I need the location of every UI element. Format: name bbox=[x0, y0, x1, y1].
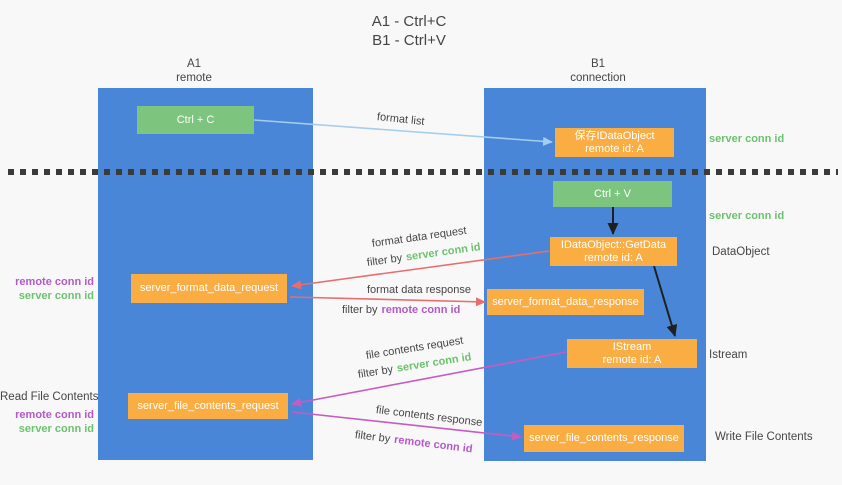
server-file-contents-response-node: server_file_contents_response bbox=[524, 425, 684, 452]
format-request-label: server_format_data_request bbox=[139, 282, 279, 294]
file-contents-response-arrow bbox=[291, 411, 522, 441]
format-data-response-arrow bbox=[289, 296, 486, 307]
istream-side-label: Istream bbox=[709, 349, 748, 361]
ctrl-c-label: Ctrl + C bbox=[176, 113, 215, 126]
getdata-line1: IDataObject::GetData bbox=[560, 238, 667, 251]
istream-line1: IStream bbox=[612, 340, 652, 353]
format-response-label: server_format_data_response bbox=[492, 295, 639, 308]
title-line-1: A1 - Ctrl+C bbox=[371, 13, 447, 30]
file-request-label: server_file_contents_request bbox=[137, 399, 279, 412]
istream-node: IStream remote id: A bbox=[567, 339, 697, 368]
save-idataobject-line2: remote id: A bbox=[585, 142, 644, 155]
filter-by-text: filter by bbox=[342, 304, 378, 316]
read-file-contents-label: Read File Contents bbox=[0, 391, 99, 403]
title-line-2: B1 - Ctrl+V bbox=[372, 32, 446, 49]
save-idataobject-line1: 保存IDataObject bbox=[574, 129, 655, 142]
server-conn-id-right-top-label: server conn id bbox=[709, 133, 785, 145]
format-data-request-arrow bbox=[291, 250, 550, 290]
file-contents-request-arrow bbox=[291, 351, 567, 407]
file-response-label: server_file_contents_response bbox=[529, 432, 679, 444]
format-data-response-label: format data response bbox=[367, 284, 471, 296]
ctrl-c-node: Ctrl + C bbox=[137, 106, 254, 134]
file-conn-id-stack: remote conn id server conn id bbox=[0, 409, 94, 436]
lane-a1-name: A1 bbox=[186, 58, 202, 70]
istream-line2: remote id: A bbox=[602, 353, 662, 366]
ctrl-v-label: Ctrl + V bbox=[594, 187, 631, 200]
write-file-contents-label: Write File Contents bbox=[715, 431, 813, 443]
getdata-to-istream-arrow bbox=[653, 265, 678, 337]
save-idataobject-node: 保存IDataObject remote id: A bbox=[555, 128, 674, 157]
server-conn-id-right-mid-label: server conn id bbox=[709, 210, 785, 222]
lane-b1-subtitle: connection bbox=[570, 71, 626, 84]
lane-header-a1: A1 remote bbox=[134, 58, 254, 85]
diagram-title: A1 - Ctrl+C B1 - Ctrl+V bbox=[309, 12, 509, 50]
dataobject-label: DataObject bbox=[712, 246, 770, 258]
getdata-line2: remote id: A bbox=[584, 251, 643, 264]
remote-conn-id-label: remote conn id bbox=[15, 409, 94, 421]
server-format-data-response-node: server_format_data_response bbox=[487, 289, 644, 315]
remote-conn-id-text: remote conn id bbox=[381, 304, 461, 316]
format-conn-id-stack: remote conn id server conn id bbox=[0, 276, 94, 303]
remote-conn-id-label: remote conn id bbox=[15, 276, 94, 288]
format-list-arrow bbox=[253, 119, 553, 146]
server-file-contents-request-node: server_file_contents_request bbox=[128, 393, 288, 419]
lane-header-b1: B1 connection bbox=[538, 58, 658, 85]
lane-a1-subtitle: remote bbox=[176, 71, 212, 84]
session-divider-dotted-line bbox=[8, 169, 838, 175]
server-conn-id-label: server conn id bbox=[18, 289, 94, 302]
server-conn-id-label: server conn id bbox=[18, 422, 94, 435]
lane-b1-name: B1 bbox=[590, 58, 606, 70]
ctrl-v-node: Ctrl + V bbox=[553, 181, 672, 207]
idataobject-getdata-node: IDataObject::GetData remote id: A bbox=[550, 237, 677, 266]
server-format-data-request-node: server_format_data_request bbox=[131, 274, 287, 303]
